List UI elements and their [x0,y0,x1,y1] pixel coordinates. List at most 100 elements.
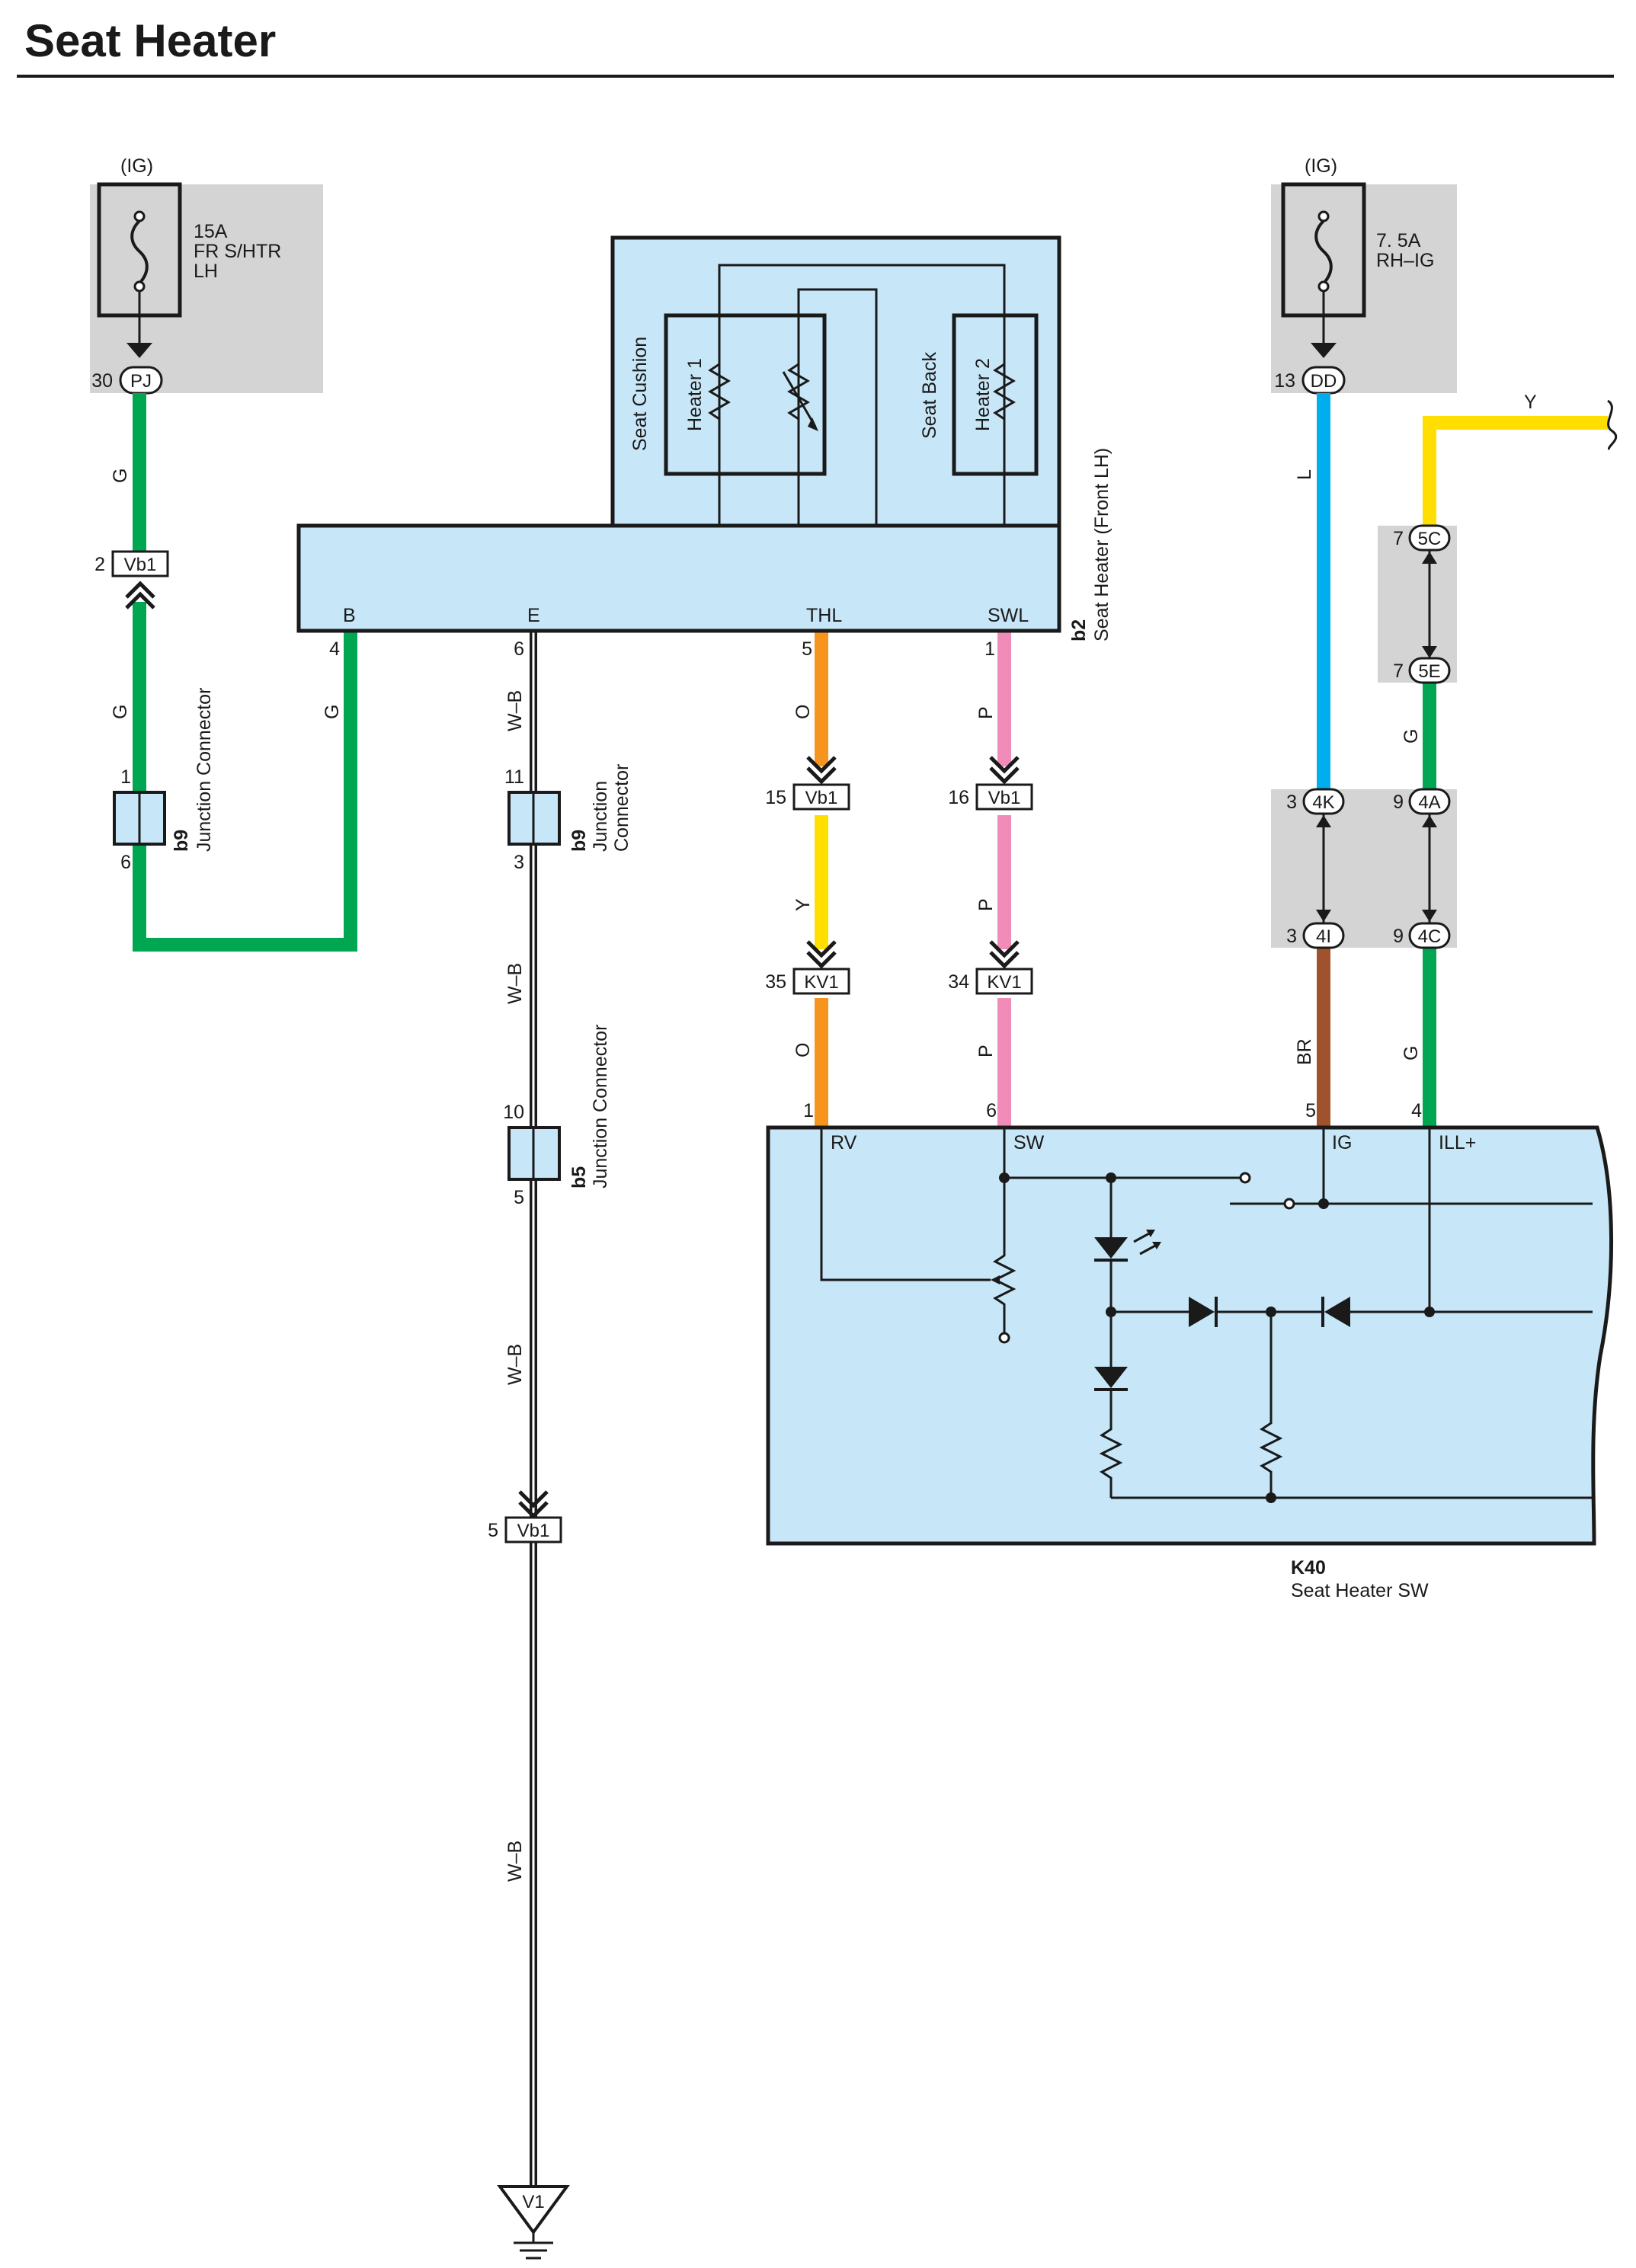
svg-text:W–B: W–B [504,690,526,731]
fuse-right-element-icon [1314,219,1333,285]
thermistor-icon [787,358,810,427]
svg-text:16: 16 [948,787,969,808]
svg-text:P: P [975,1044,997,1057]
terminal-ig: IG [1332,1132,1352,1153]
svg-text:b9: b9 [171,830,192,852]
fuse-left: (IG) 15A FR S/HTR LH PJ 30 [90,155,323,395]
svg-text:Vb1: Vb1 [517,1521,550,1541]
svg-text:G: G [1401,1046,1422,1060]
svg-text:2: 2 [94,554,105,575]
fuse-right-power: (IG) [1305,155,1337,177]
switch-box [766,1125,1613,1546]
svg-text:4: 4 [1411,1100,1422,1121]
heater1-label: Heater 1 [684,358,706,431]
terminal-rv: RV [831,1132,857,1153]
indicator-led-icon [1094,1237,1128,1259]
svg-text:3: 3 [1286,792,1297,813]
diode-3-icon [1094,1367,1128,1388]
connector-group-4: 4K 3 4I 3 4A 9 4C 9 [1271,788,1457,949]
svg-text:9: 9 [1393,792,1404,813]
terminal-b: B [343,605,356,626]
svg-text:Junction: Junction [590,781,611,852]
svg-text:DD: DD [1311,371,1337,392]
seat-heater-code: b2 [1068,619,1090,641]
terminal-e: E [527,605,540,626]
svg-text:3: 3 [1286,926,1297,947]
connector-kv1-34: KV1 34 [948,940,1033,995]
svg-text:L: L [1294,469,1315,480]
svg-text:4C: 4C [1418,926,1442,947]
connector-vb1-ground: Vb1 5 [488,1490,562,1543]
svg-text:Junction Connector: Junction Connector [590,1025,611,1188]
ground-icon [497,2185,570,2235]
connector-vb1-swl: Vb1 16 [948,756,1033,811]
svg-text:1: 1 [803,1100,814,1121]
potentiometer-icon [992,1249,1016,1310]
terminal-ill: ILL+ [1439,1132,1476,1153]
svg-text:5: 5 [488,1520,498,1541]
svg-text:Y: Y [1524,392,1537,413]
fuse-left-element-icon [130,219,149,285]
svg-text:5: 5 [802,638,812,660]
svg-text:10: 10 [503,1102,524,1123]
svg-text:O: O [792,1043,814,1057]
svg-text:KV1: KV1 [804,972,838,993]
svg-text:Connector: Connector [611,764,632,852]
diode-1-icon [1189,1297,1215,1327]
connector-vb1-left: Vb1 2 [94,550,169,609]
svg-text:4K: 4K [1312,792,1334,813]
seat-heater-upper-box [610,235,1061,528]
junction-b9-left: 1 6 b9 Junction Connector [113,688,215,873]
switch-code: K40 [1291,1557,1326,1579]
seat-heater-name: Seat Heater (Front LH) [1091,448,1113,641]
fuse-left-background [90,184,323,393]
connector-group-5c-5e: 5C 7 5E 7 [1378,524,1457,684]
svg-text:1: 1 [984,638,995,660]
svg-text:15: 15 [765,787,786,808]
svg-text:5: 5 [1305,1100,1316,1121]
fuse-right: (IG) 7. 5A RH–IG DD 13 [1271,155,1457,395]
fuse-right-rating: 7. 5A [1376,230,1421,251]
svg-text:G: G [322,705,343,719]
svg-text:5E: 5E [1418,661,1440,682]
heater2-resistor-icon [993,358,1016,427]
fuse-left-rating: 15A [194,221,228,242]
terminal-thl: THL [806,605,842,626]
svg-text:Vb1: Vb1 [124,555,157,575]
fuse-left-name-2: LH [194,261,218,282]
seat-heater-switch-k40: RV SW IG ILL+ 1 6 5 4 [766,1100,1613,1601]
svg-text:4: 4 [329,638,340,660]
svg-text:KV1: KV1 [987,972,1021,993]
svg-text:6: 6 [986,1100,997,1121]
svg-text:W–B: W–B [504,1841,526,1882]
svg-text:30: 30 [91,370,113,392]
seat-heater-terminal-box [296,523,1061,633]
svg-text:7: 7 [1393,528,1404,549]
wire-color-labels: G G G W–B W–B W–B W–B O Y O P P P L BR G… [110,392,1537,1882]
svg-text:BR: BR [1294,1038,1315,1065]
heater1-box [664,313,827,476]
svg-text:4A: 4A [1418,792,1440,813]
svg-text:5C: 5C [1418,529,1442,549]
svg-text:11: 11 [504,766,524,788]
svg-text:Y: Y [792,898,814,911]
fuse-left-name: FR S/HTR [194,241,281,262]
svg-text:b9: b9 [568,830,590,852]
svg-text:9: 9 [1393,926,1404,947]
page-title: Seat Heater [24,15,276,66]
connector-kv1-35: KV1 35 [765,940,850,995]
svg-text:Junction Connector: Junction Connector [194,688,215,852]
terminal-swl: SWL [988,605,1029,626]
heater1-resistor-icon [708,358,731,427]
wire-break-icon [1607,399,1618,451]
svg-text:O: O [792,705,814,719]
svg-text:G: G [110,705,131,719]
svg-text:G: G [110,469,131,483]
wire-green-b9-b [133,632,357,952]
svg-text:4I: 4I [1316,926,1331,947]
switch-name: Seat Heater SW [1291,1580,1429,1601]
seat-heater-b2: Seat Cushion Heater 1 Seat Back Heater 2… [296,235,1113,660]
svg-text:5: 5 [514,1187,524,1208]
svg-text:1: 1 [120,766,131,788]
